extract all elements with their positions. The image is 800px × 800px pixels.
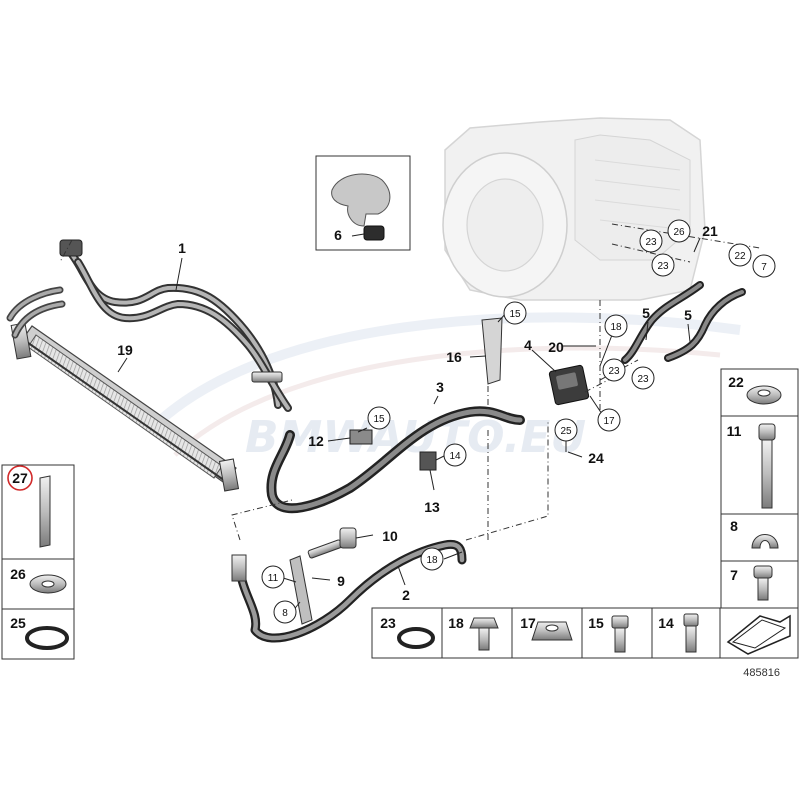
callout-21: 21 (702, 223, 718, 239)
circle-callout-17: 17 (597, 408, 621, 432)
circle-callout-18-top: 18 (604, 314, 628, 338)
circle-callout-8: 8 (273, 600, 297, 624)
svg-text:23: 23 (637, 374, 649, 385)
circle-callout-23-c: 23 (602, 358, 626, 382)
svg-text:17: 17 (603, 416, 615, 427)
legend-label-18: 18 (448, 615, 464, 631)
svg-text:14: 14 (449, 451, 461, 462)
callout-4: 4 (524, 337, 532, 353)
bolt-14 (683, 613, 699, 627)
circle-callout-7: 7 (752, 254, 776, 278)
clamp-8 (751, 534, 779, 549)
legend-label-8: 8 (730, 518, 738, 534)
highlight-ring (7, 465, 33, 491)
callout-9: 9 (337, 573, 345, 589)
oil-thermostat (548, 364, 590, 406)
svg-text:11: 11 (268, 573, 279, 584)
callout-2: 2 (402, 587, 410, 603)
callout-24: 24 (588, 450, 604, 466)
callouts: 1 19 3 4 16 20 5 5 21 6 12 13 24 10 9 2 (117, 223, 718, 603)
circled-callouts: 15 18 23 26 23 22 7 23 23 17 25 15 14 18… (261, 219, 776, 624)
holder-12 (349, 429, 373, 445)
bracket-16 (481, 317, 503, 385)
svg-text:15: 15 (373, 414, 385, 425)
strap-27 (39, 475, 51, 548)
svg-text:18: 18 (426, 555, 438, 566)
o-ring-25 (25, 626, 69, 650)
oil-line-3 (266, 406, 525, 514)
oil-cooler-line-assembly (6, 239, 292, 412)
callout-6: 6 (334, 227, 342, 243)
svg-text:8: 8 (282, 608, 288, 619)
circle-callout-15-mid: 15 (367, 406, 391, 430)
bolt-18 (469, 617, 499, 629)
legend-label-7: 7 (730, 567, 738, 583)
bolt-15 (611, 615, 629, 629)
callout-5-left: 5 (642, 305, 650, 321)
bolt-11 (758, 423, 776, 441)
callout-12: 12 (308, 433, 324, 449)
svg-text:23: 23 (657, 261, 669, 272)
circle-callout-25: 25 (554, 418, 578, 442)
callout-5-right: 5 (684, 307, 692, 323)
bracket-9 (289, 555, 313, 625)
inset-detail-6 (315, 155, 411, 251)
svg-text:26: 26 (673, 227, 685, 238)
oil-line-5 (621, 281, 746, 364)
callout-20: 20 (548, 339, 564, 355)
svg-text:22: 22 (734, 251, 746, 262)
oil-line-2 (231, 539, 467, 643)
o-ring-23 (397, 627, 435, 649)
svg-text:23: 23 (608, 366, 620, 377)
callout-16: 16 (446, 349, 462, 365)
screw-10 (307, 527, 357, 559)
svg-text:23: 23 (645, 237, 657, 248)
circle-callout-23-b: 23 (651, 253, 675, 277)
circle-callout-23-d: 23 (631, 366, 655, 390)
circle-callout-14: 14 (443, 443, 467, 467)
transmission-housing (442, 117, 706, 301)
reference-number: 485816 (743, 667, 780, 679)
callout-13: 13 (424, 499, 440, 515)
legend-right: 22 11 8 7 (720, 368, 799, 609)
screw-7 (753, 565, 773, 579)
circle-callout-11: 11 (261, 565, 285, 589)
legend-label-23: 23 (380, 615, 396, 631)
holder-13 (419, 451, 437, 471)
circle-callout-26: 26 (667, 219, 691, 243)
legend-label-17: 17 (520, 615, 536, 631)
circle-callout-18-bottom: 18 (420, 547, 444, 571)
transmission-oil-cooler (10, 322, 240, 492)
callout-1: 1 (178, 240, 186, 256)
svg-text:15: 15 (509, 309, 521, 320)
callout-10: 10 (382, 528, 398, 544)
legend-label-25: 25 (10, 615, 26, 631)
svg-text:7: 7 (761, 262, 767, 273)
callout-3: 3 (436, 379, 444, 395)
circle-callout-15-top: 15 (503, 301, 527, 325)
legend-label-22: 22 (728, 374, 744, 390)
svg-text:25: 25 (560, 426, 572, 437)
legend-label-27: 27 (12, 470, 28, 486)
legend-label-26: 26 (10, 566, 26, 582)
callout-19: 19 (117, 342, 133, 358)
leader-lines (117, 237, 701, 613)
legend-left: 27 26 25 (1, 464, 75, 660)
legend-label-15: 15 (588, 615, 604, 631)
circle-callout-23-a: 23 (639, 229, 663, 253)
circle-callout-22: 22 (728, 243, 752, 267)
legend-label-11: 11 (727, 423, 742, 439)
svg-text:18: 18 (610, 322, 622, 333)
legend-bottom: 23 18 17 15 14 (371, 607, 799, 659)
legend-label-14: 14 (658, 615, 674, 631)
